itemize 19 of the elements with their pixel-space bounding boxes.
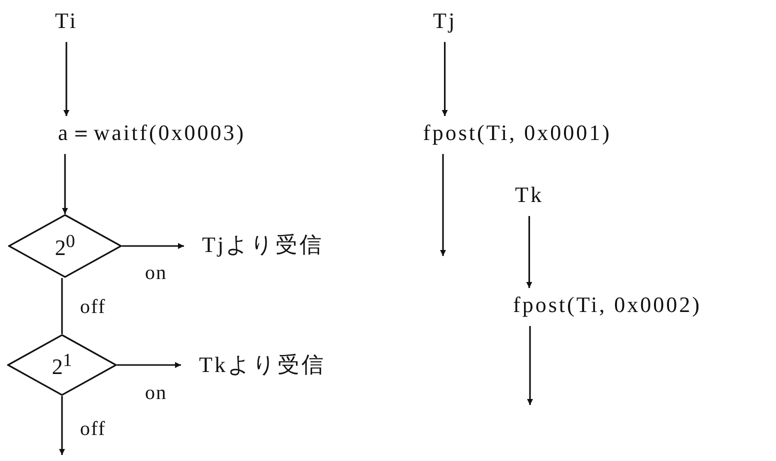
task-label: Tj [433, 8, 457, 34]
function-call: fpost(Ti, 0x0002) [513, 292, 702, 318]
task-label: Ti [55, 8, 78, 34]
arrow [117, 362, 181, 368]
arrow [527, 326, 533, 405]
arrow [63, 42, 70, 116]
task-label: Tk [515, 182, 544, 208]
decision-diamond: 2$^{0}$ [8, 214, 122, 278]
arrow [62, 154, 68, 214]
function-call: fpost(Ti, 0x0001) [423, 120, 612, 146]
arrow [442, 42, 448, 116]
decision-diamond: 2$^{1}$ [7, 334, 117, 396]
result-label: Tjより受信 [202, 232, 324, 258]
function-call: a＝waitf(0x0003) [58, 120, 246, 146]
arrow [526, 216, 532, 288]
result-label: Tkより受信 [199, 352, 326, 378]
arrow [440, 154, 446, 256]
arrow [59, 396, 65, 455]
arrow [122, 243, 184, 249]
